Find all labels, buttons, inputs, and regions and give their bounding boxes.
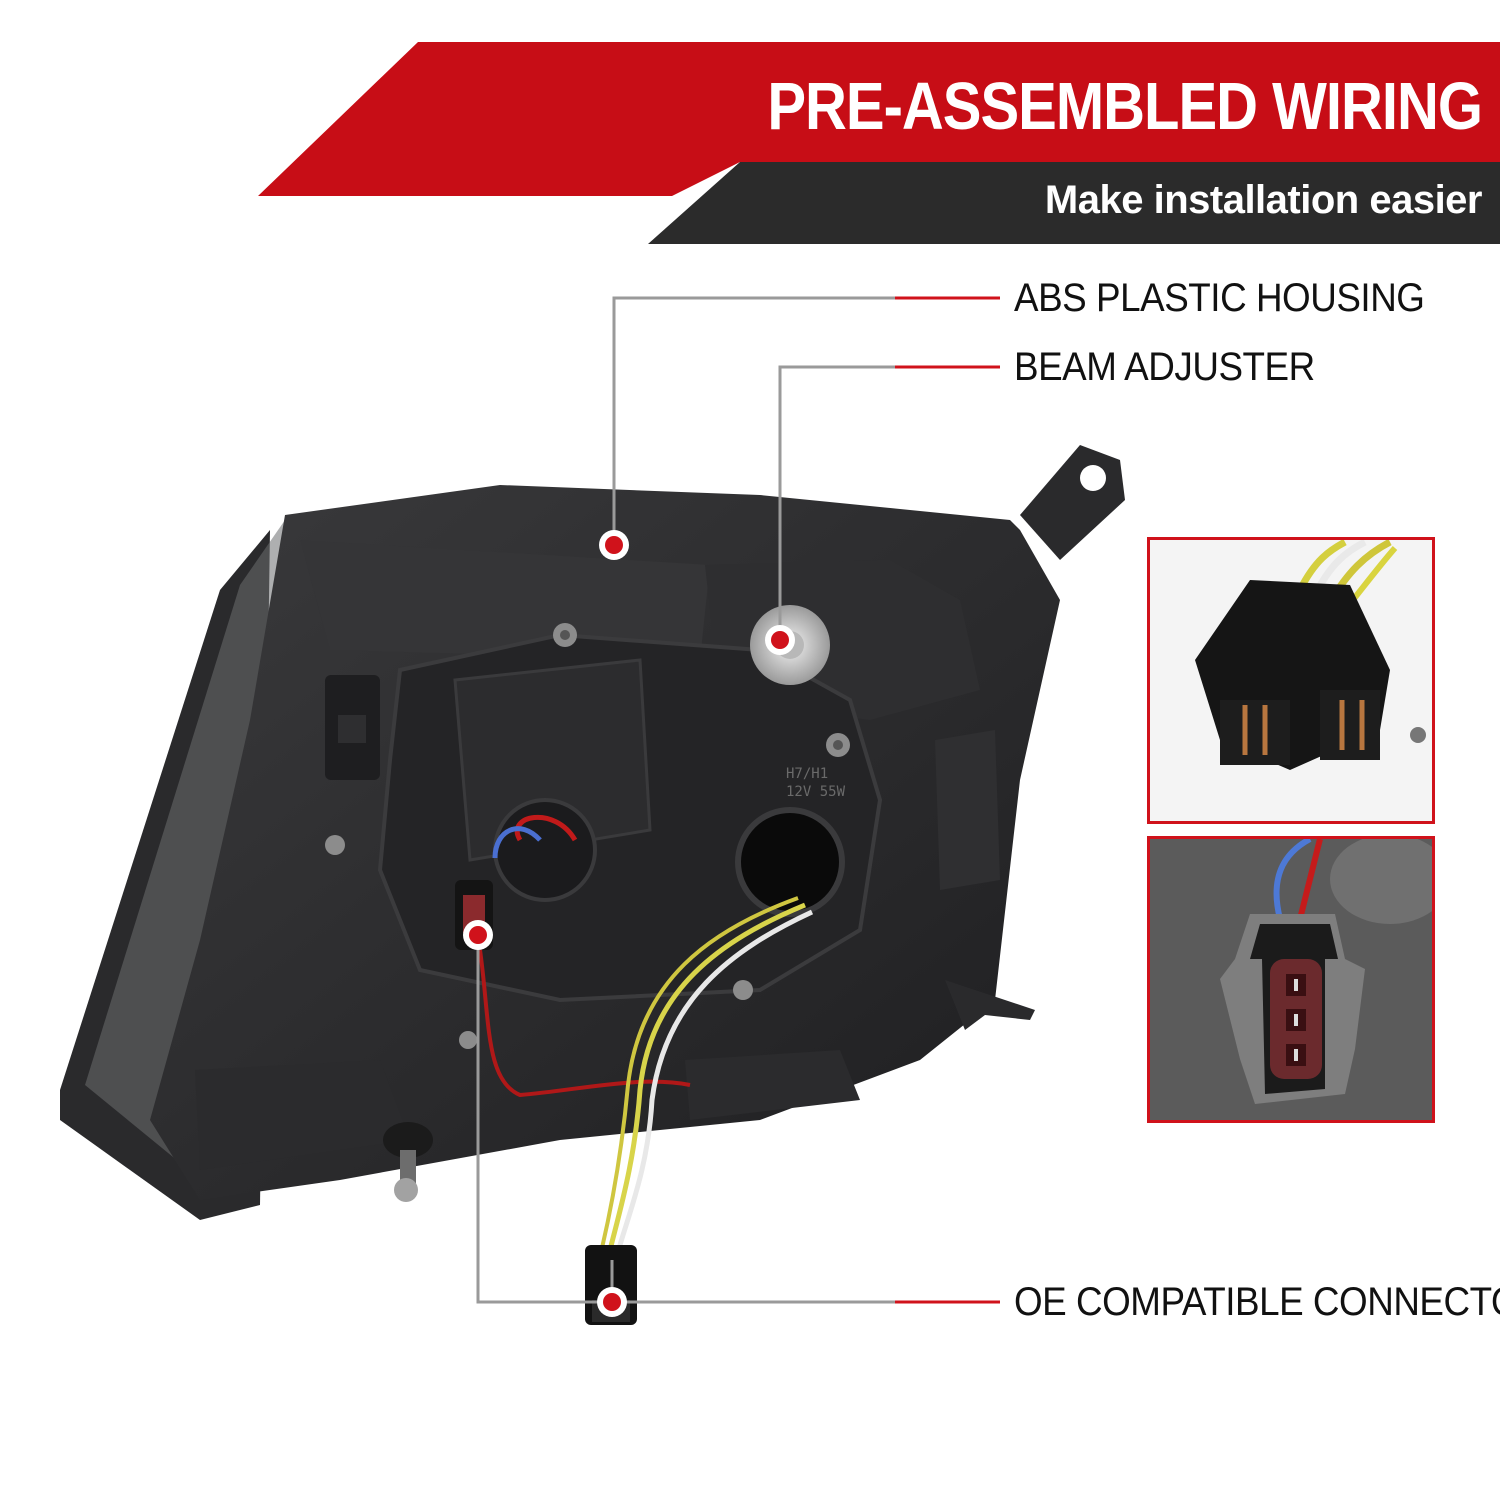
banner-subtitle: Make installation easier	[1044, 178, 1483, 222]
banner-title: PRE-ASSEMBLED WIRING	[767, 69, 1483, 144]
callout-oe-compatible-connectors: OE COMPATIBLE CONNECTORS	[1014, 1280, 1500, 1324]
callout-beam-adjuster: BEAM ADJUSTER	[1014, 345, 1315, 389]
bulb-socket-image	[1195, 540, 1426, 770]
red-connector-image	[1150, 839, 1432, 1120]
callout-abs-plastic-housing: ABS PLASTIC HOUSING	[1014, 276, 1425, 320]
svg-text:12V 55W: 12V 55W	[786, 784, 846, 800]
marker-dots	[463, 530, 795, 1317]
svg-text:H7/H1: H7/H1	[786, 766, 828, 782]
inset-bulb-socket	[1147, 537, 1435, 824]
inset-red-connector	[1147, 836, 1435, 1123]
